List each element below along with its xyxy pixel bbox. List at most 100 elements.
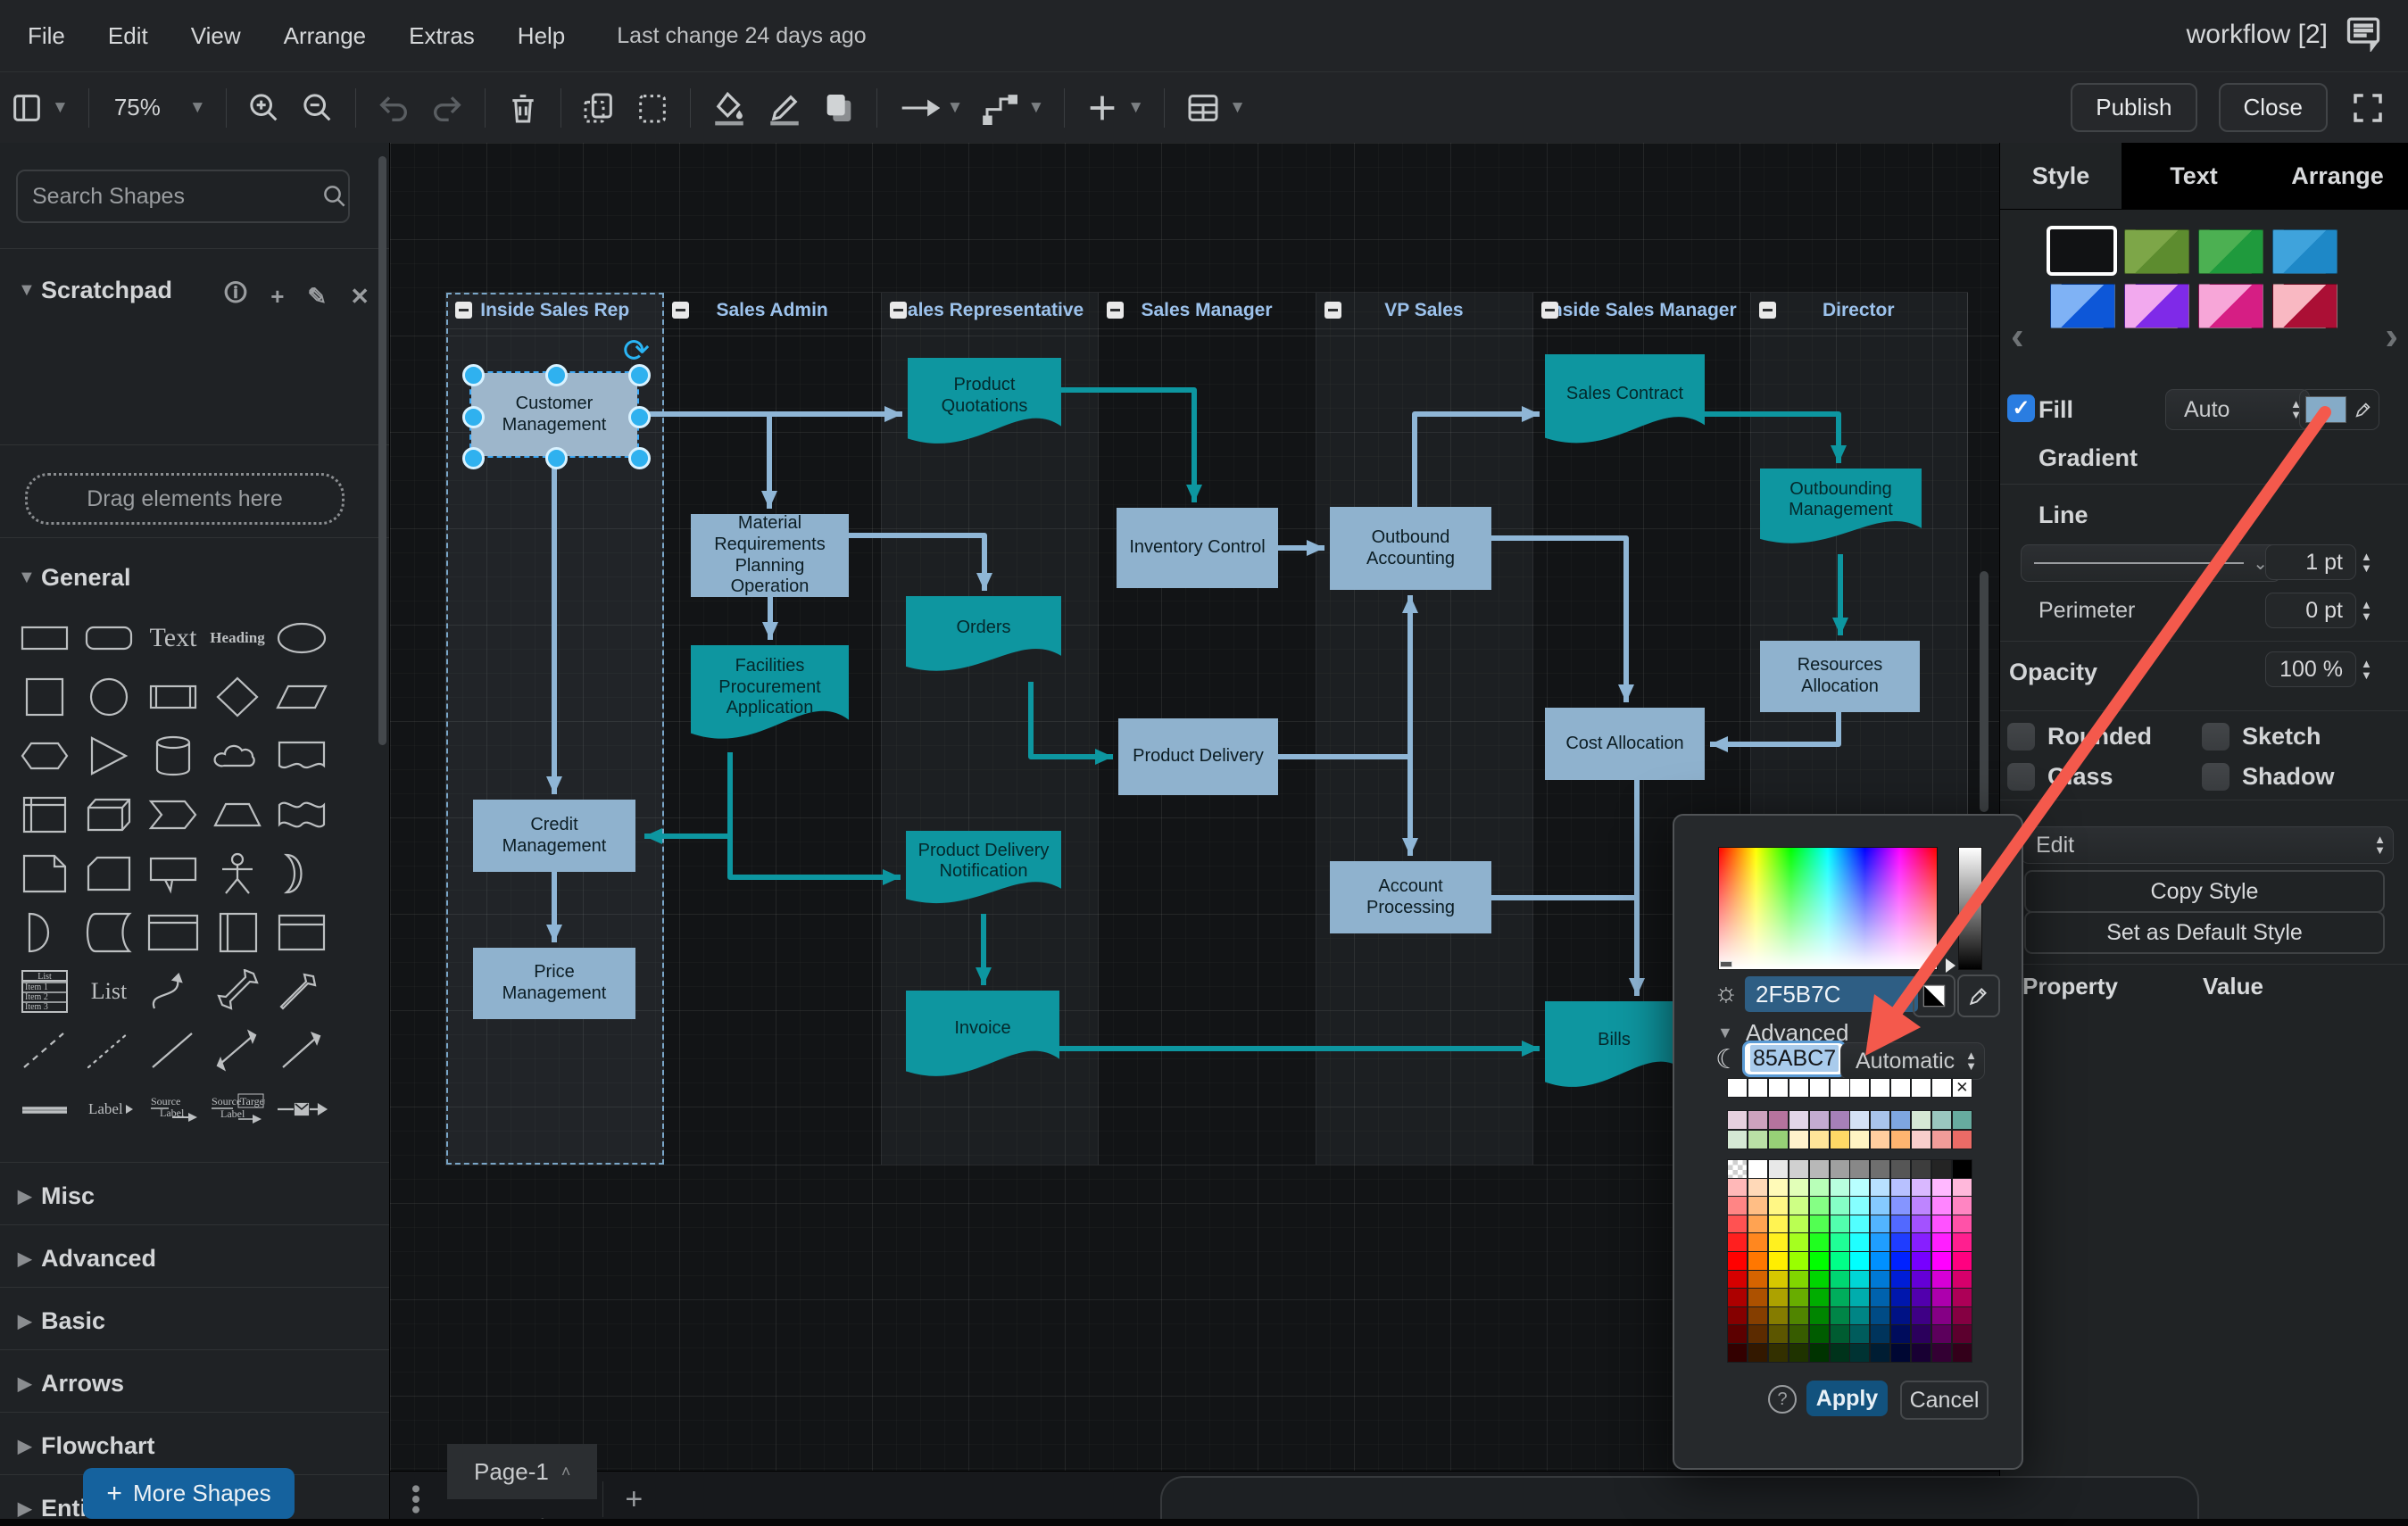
palette-color[interactable] [1747,1232,1768,1253]
menu-edit[interactable]: Edit [107,21,148,49]
shape-ellipse[interactable] [270,609,334,668]
palette-color[interactable] [1870,1196,1891,1216]
selection-handle[interactable] [462,405,485,428]
palette-gray[interactable] [1727,1159,1748,1179]
delete-button[interactable] [505,90,541,126]
palette-gray[interactable] [1767,1159,1789,1179]
selection-handle[interactable] [628,447,651,469]
palette-color[interactable] [1808,1306,1830,1326]
glass-checkbox[interactable] [2007,763,2035,791]
palette-color[interactable] [1911,1324,1932,1345]
shape-label-arrow[interactable]: Label [77,1080,141,1139]
selection-handle[interactable] [545,447,568,469]
shape-directional-connector[interactable] [270,1021,334,1080]
preset-color[interactable] [1951,1110,1972,1130]
palette-color[interactable] [1870,1269,1891,1290]
palette-color[interactable] [1931,1214,1952,1234]
close-button[interactable]: Close [2218,83,2328,132]
fill-color-button[interactable] [710,89,748,127]
palette-color[interactable] [1849,1177,1871,1198]
palette-color[interactable] [1931,1269,1952,1290]
palette-color[interactable] [1767,1269,1789,1290]
shape-data-storage[interactable] [77,903,141,962]
scratchpad-add-icon[interactable]: + [270,282,285,310]
page-tab-page-1[interactable]: Page-1˄ [447,1444,598,1499]
more-shapes-button[interactable]: + More Shapes [83,1468,295,1519]
palette-color[interactable] [1767,1288,1789,1308]
shape-arrow[interactable] [270,962,334,1021]
preset-color[interactable] [1911,1110,1932,1130]
palette-color[interactable] [1829,1288,1850,1308]
palette-color[interactable] [1767,1177,1789,1198]
scratchpad-header[interactable]: ▼ Scratchpad 🛈 + ✎ ✕ [0,259,389,321]
pages-menu-icon[interactable] [403,1481,429,1517]
preset-color[interactable] [1849,1110,1871,1130]
palette-gray[interactable] [1870,1159,1891,1179]
node-outbounding-management[interactable]: Outbounding Management [1760,469,1922,554]
table-dropdown[interactable]: ▼ [1184,90,1246,126]
section-arrows[interactable]: ▶Arrows [18,1369,125,1397]
shape-cloud[interactable] [205,726,270,785]
waypoints-dropdown[interactable]: ▼ [981,90,1044,126]
palette-color[interactable] [1727,1306,1748,1326]
menu-extras[interactable]: Extras [409,21,475,49]
palette-color[interactable] [1808,1214,1830,1234]
palette-gray[interactable] [1829,1159,1850,1179]
palette-color[interactable] [1829,1177,1850,1198]
shape-or[interactable] [270,844,334,903]
palette-color[interactable] [1788,1269,1809,1290]
scratchpad-drop-area[interactable]: Drag elements here [25,473,345,525]
palette-color[interactable] [1951,1306,1972,1326]
palette-color[interactable] [1727,1343,1748,1363]
style-preset-7[interactable] [2198,284,2263,328]
shape-container[interactable] [141,903,205,962]
node-orders[interactable]: Orders [906,596,1061,682]
palette-color[interactable] [1849,1269,1871,1290]
collapse-lane-icon[interactable] [672,302,690,319]
edit-style-dropdown[interactable]: Edit▲▼ [2021,826,2394,864]
palette-color[interactable] [1931,1343,1952,1363]
zoom-in-button[interactable] [246,90,282,126]
palette-color[interactable] [1727,1269,1748,1290]
palette-color[interactable] [1727,1232,1748,1253]
preset-color[interactable] [1890,1129,1912,1149]
select-area-button[interactable] [635,90,670,126]
fullscreen-icon[interactable] [2349,89,2387,127]
shape-dotted-line[interactable] [77,1021,141,1080]
section-general[interactable]: ▼ General [18,563,131,591]
collapse-lane-icon[interactable] [1758,302,1776,319]
opacity-stepper[interactable]: ▲▼ [2361,657,2372,682]
shape-line[interactable] [141,1021,205,1080]
saturation-gradient[interactable] [1718,847,1938,970]
style-preset-8[interactable] [2272,284,2337,328]
palette-color[interactable] [1788,1324,1809,1345]
menu-view[interactable]: View [190,21,241,49]
custom-color-slot[interactable] [1767,1078,1789,1098]
shape-card[interactable] [77,844,141,903]
palette-color[interactable] [1870,1324,1891,1345]
preset-color[interactable] [1727,1129,1748,1149]
opacity-input[interactable]: 100 % [2265,651,2356,687]
palette-color[interactable] [1951,1196,1972,1216]
shape-rounded-rectangle[interactable] [77,609,141,668]
palette-color[interactable] [1849,1232,1871,1253]
shape-cube[interactable] [77,785,141,844]
palette-color[interactable] [1788,1196,1809,1216]
shape-dashed-line[interactable] [12,1021,77,1080]
node-inventory-control[interactable]: Inventory Control [1117,508,1278,588]
palette-color[interactable] [1951,1288,1972,1308]
palette-color[interactable] [1911,1214,1932,1234]
shape-cylinder[interactable] [141,726,205,785]
rotate-handle-icon[interactable]: ⟳ [622,332,650,369]
palette-color[interactable] [1870,1177,1891,1198]
palette-color[interactable] [1870,1232,1891,1253]
node-product-delivery[interactable]: Product Delivery [1118,718,1278,795]
palette-color[interactable] [1747,1177,1768,1198]
menu-help[interactable]: Help [517,21,566,49]
tab-style[interactable]: Style [2000,143,2122,209]
palette-color[interactable] [1849,1251,1871,1271]
palette-color[interactable] [1788,1177,1809,1198]
palette-color[interactable] [1931,1306,1952,1326]
preset-color[interactable] [1767,1129,1789,1149]
node-outbound-accounting[interactable]: Outbound Accounting [1330,507,1491,590]
